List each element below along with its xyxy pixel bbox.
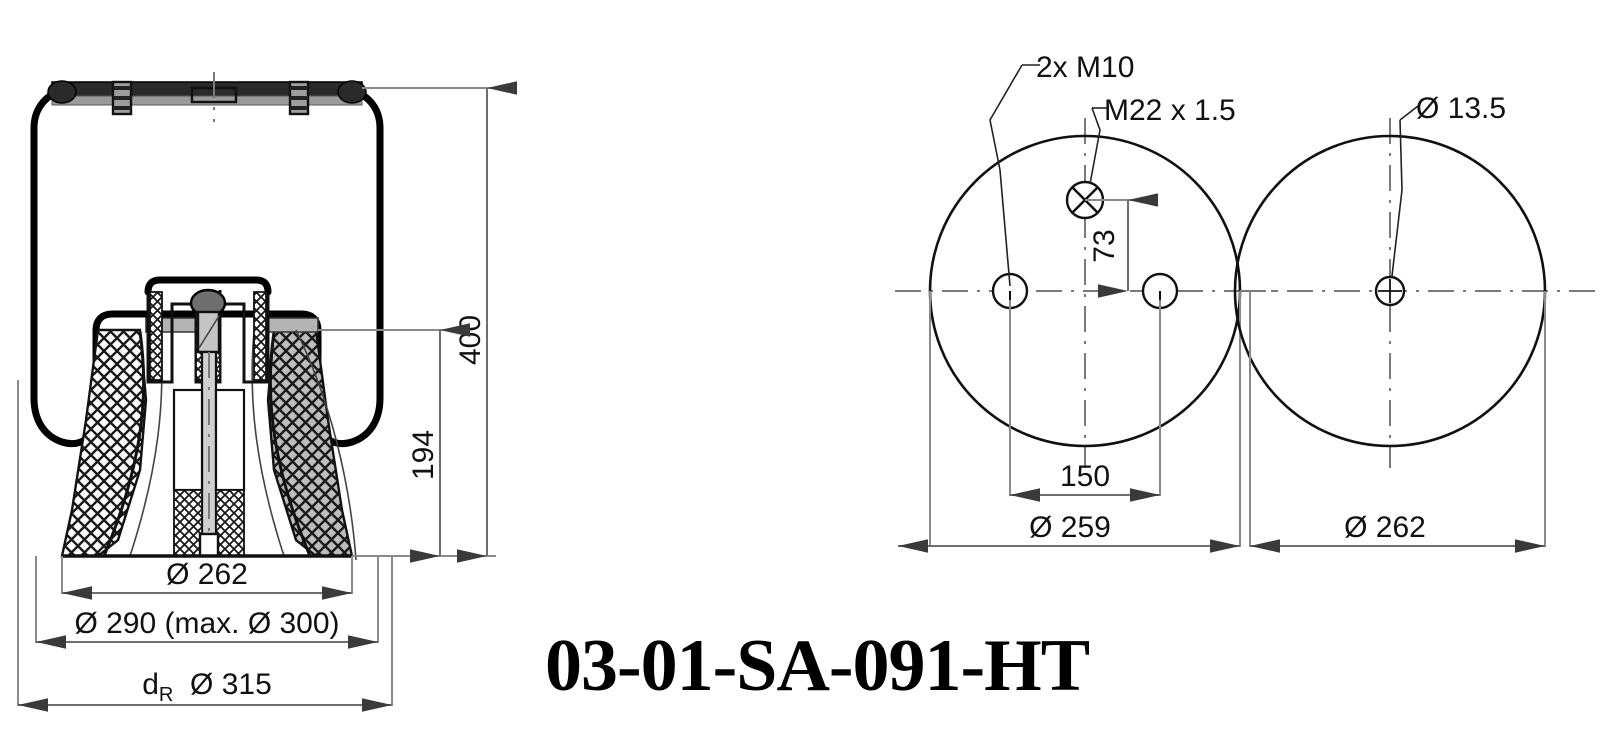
stud-right-thread-b xyxy=(290,96,308,100)
center-hole-callout-label: Ø 13.5 xyxy=(1416,92,1506,125)
center-bolt-thread-mark xyxy=(198,315,220,349)
dim-label-315-prefix: d xyxy=(142,668,159,701)
center-hole-callout-leader-tail xyxy=(1399,105,1419,121)
rod-bore-right xyxy=(214,388,246,492)
stud-left-thread-a xyxy=(113,86,131,90)
piston-base-view-group: Ø 13.5 Ø 262 xyxy=(1233,92,1604,553)
dim-label-262-section: Ø 262 xyxy=(166,558,248,591)
stud-left-thread-c xyxy=(113,106,131,110)
piston-rib-right xyxy=(251,331,285,557)
top-plate-underside xyxy=(51,95,363,106)
cup-wall-hatch-r1 xyxy=(253,291,267,381)
center-hole-callout-leader xyxy=(1391,119,1403,277)
stud-callout-leader xyxy=(989,64,1023,287)
dim-label-315-subscript: R xyxy=(159,684,173,706)
dim-label-194: 194 xyxy=(407,430,440,480)
rod-bore-left xyxy=(172,388,204,492)
cup-wall-hatch-l1 xyxy=(149,291,163,381)
bellows-left-wall xyxy=(30,86,100,448)
part-number-title: 03-01-SA-091-HT xyxy=(545,625,1090,707)
bead-left xyxy=(47,80,77,104)
stud-callout-label: 2x M10 xyxy=(1036,51,1134,84)
dim-label-259: Ø 259 xyxy=(1029,511,1111,544)
max-envelope-ghost xyxy=(295,329,357,561)
stud-right-thread-c xyxy=(290,106,308,110)
rod-boss-hatch-right xyxy=(215,489,245,557)
bead-right xyxy=(337,80,367,104)
piston-inner-curve-right xyxy=(268,331,312,557)
dim-label-400: 400 xyxy=(454,315,487,365)
piston-shoulder-right xyxy=(267,317,319,333)
top-plate-view-group: 2x M10 M22 x 1.5 73 150 Ø 259 xyxy=(895,51,1275,553)
rod-end-nut xyxy=(198,532,220,558)
cup-top-edge xyxy=(144,276,272,296)
stud-left-thread-b xyxy=(113,96,131,100)
dim-label-315: dR Ø 315 xyxy=(142,668,272,706)
dim-label-290: Ø 290 (max. Ø 300) xyxy=(74,607,339,640)
top-bead-plate xyxy=(51,81,363,98)
air-port-callout-label: M22 x 1.5 xyxy=(1104,94,1236,127)
stud-right-thread-a xyxy=(290,86,308,90)
section-view-dimensions: 400 194 Ø 262 Ø 290 (max. Ø 300) dR Ø 31… xyxy=(17,81,517,712)
rod-boss-hatch-left xyxy=(173,489,203,557)
dim-label-73: 73 xyxy=(1088,229,1121,262)
dim-label-262-base: Ø 262 xyxy=(1344,511,1426,544)
air-port-callout-leader xyxy=(1089,107,1101,185)
piston-inner-curve-left xyxy=(102,331,146,557)
section-view-group xyxy=(30,72,384,561)
bellows-right-wall xyxy=(314,86,384,448)
dim-label-315-main: Ø 315 xyxy=(190,668,272,701)
dim-label-150: 150 xyxy=(1060,460,1110,493)
